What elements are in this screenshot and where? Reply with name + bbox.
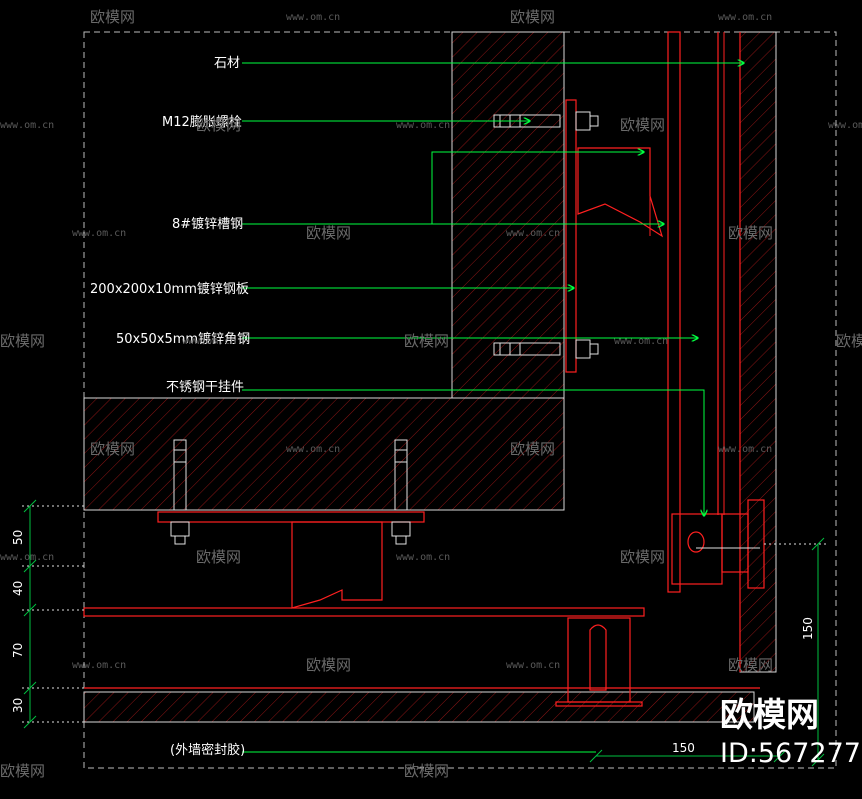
svg-text:www.om.cn: www.om.cn — [506, 660, 560, 671]
stone-panel-vertical — [739, 31, 777, 673]
svg-text:欧模网: 欧模网 — [404, 762, 449, 780]
dim-bottom-150: 150 — [672, 741, 695, 755]
svg-text:www.om.cn: www.om.cn — [182, 336, 236, 347]
svg-text:欧模网: 欧模网 — [404, 332, 449, 350]
svg-text:www.om.cn: www.om.cn — [614, 336, 668, 347]
svg-text:www.om.cn: www.om.cn — [506, 228, 560, 239]
dim-50: 50 — [11, 530, 25, 545]
svg-text:www.om.cn: www.om.cn — [396, 552, 450, 563]
stainless-pendant-lower — [555, 617, 643, 707]
svg-text:www.om.cn: www.om.cn — [0, 120, 54, 131]
leader-pendant — [242, 389, 704, 516]
label-channel-steel: 8#镀锌槽钢 — [172, 216, 243, 232]
label-steel-plate: 200x200x10mm镀锌钢板 — [90, 281, 249, 297]
stainless-pendant-upper — [671, 499, 765, 589]
brand-id: ID:567277 — [720, 738, 861, 769]
steel-plate-vertical — [565, 99, 577, 373]
svg-text:www.om.cn: www.om.cn — [718, 444, 772, 455]
svg-text:欧模网: 欧模网 — [0, 332, 45, 350]
concrete-slab-horizontal — [83, 397, 565, 511]
svg-text:欧模网: 欧模网 — [510, 8, 555, 26]
steel-plate-horizontal — [157, 511, 425, 523]
dimension-left — [22, 499, 84, 729]
stone-panel-horizontal — [83, 691, 755, 723]
svg-text:www.om.cn: www.om.cn — [718, 12, 772, 23]
dim-40: 40 — [11, 581, 25, 596]
label-sealant: (外墙密封胶) — [170, 742, 245, 758]
svg-text:欧模网: 欧模网 — [90, 8, 135, 26]
channel-steel-upper — [577, 147, 664, 238]
dim-right-150: 150 — [801, 617, 815, 640]
anchor-bolt-slab-right — [391, 439, 411, 545]
leader-channel — [242, 152, 644, 225]
brand-logo-text: 欧模网 — [720, 695, 819, 734]
dimension-bottom — [589, 749, 787, 763]
svg-text:欧模网: 欧模网 — [620, 548, 665, 566]
angle-steel-vertical — [667, 31, 681, 593]
svg-text:www.om.cn: www.om.cn — [72, 228, 126, 239]
svg-text:欧模网: 欧模网 — [836, 332, 862, 350]
label-angle-steel: 50x50x5mm镀锌角钢 — [116, 331, 250, 347]
label-stone: 石材 — [214, 56, 240, 71]
label-stainless-pendant: 不锈钢干挂件 — [166, 380, 244, 395]
dimension-right — [764, 537, 826, 767]
svg-text:www.om.cn: www.om.cn — [828, 120, 862, 131]
svg-text:欧模网: 欧模网 — [196, 548, 241, 566]
anchor-bolt-lower — [493, 339, 599, 359]
svg-text:欧模网: 欧模网 — [196, 116, 241, 134]
dim-30: 30 — [11, 698, 25, 713]
label-m12-bolt: M12膨胀螺栓 — [162, 115, 242, 130]
dim-70: 70 — [11, 643, 25, 658]
anchor-bolt-slab-left — [170, 439, 190, 545]
svg-text:www.om.cn: www.om.cn — [396, 120, 450, 131]
svg-text:www.om.cn: www.om.cn — [72, 660, 126, 671]
svg-text:欧模网: 欧模网 — [728, 224, 773, 242]
svg-text:欧模网: 欧模网 — [510, 440, 555, 458]
svg-text:欧模网: 欧模网 — [90, 440, 135, 458]
svg-text:欧模网: 欧模网 — [620, 116, 665, 134]
angle-steel-horizontal — [83, 607, 645, 617]
svg-text:欧模网: 欧模网 — [306, 656, 351, 674]
channel-steel-lower — [291, 521, 383, 609]
svg-text:www.om.cn: www.om.cn — [0, 552, 54, 563]
svg-text:欧模网: 欧模网 — [728, 656, 773, 674]
svg-text:欧模网: 欧模网 — [0, 762, 45, 780]
watermark-layer: 欧模网 www.om.cn 欧模网 www.om.cn www.om.cn 欧模… — [0, 8, 862, 780]
svg-text:欧模网: 欧模网 — [306, 224, 351, 242]
svg-text:www.om.cn: www.om.cn — [286, 444, 340, 455]
svg-text:www.om.cn: www.om.cn — [286, 12, 340, 23]
